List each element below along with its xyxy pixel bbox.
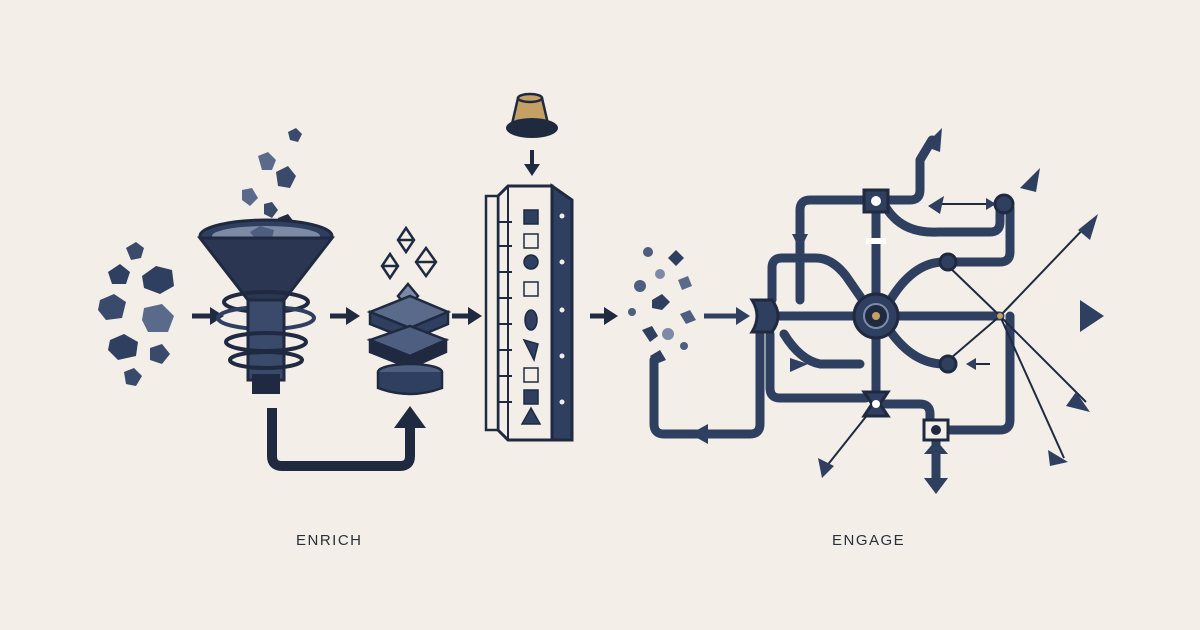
engage-label: ENGAGE — [832, 532, 906, 549]
enriched-layer-stack — [366, 294, 452, 396]
enrich-label: ENRICH — [296, 532, 363, 549]
filter-column — [484, 183, 574, 442]
engage-nodes — [749, 188, 1015, 442]
arrow-funnel-to-crystals — [330, 307, 360, 325]
falling-particles — [242, 128, 302, 232]
cork-stopper — [506, 92, 558, 138]
arrow-column-to-particles — [590, 307, 618, 325]
engage-arrowheads — [690, 128, 1104, 494]
arrow-cork-down — [524, 150, 540, 176]
arrow-crystals-to-column — [452, 307, 482, 325]
funnel — [196, 218, 336, 394]
arrow-particles-to-network — [704, 307, 750, 325]
loop-back-arrow — [267, 406, 426, 471]
raw-data-cluster — [98, 242, 174, 386]
sorted-particles — [628, 247, 696, 364]
